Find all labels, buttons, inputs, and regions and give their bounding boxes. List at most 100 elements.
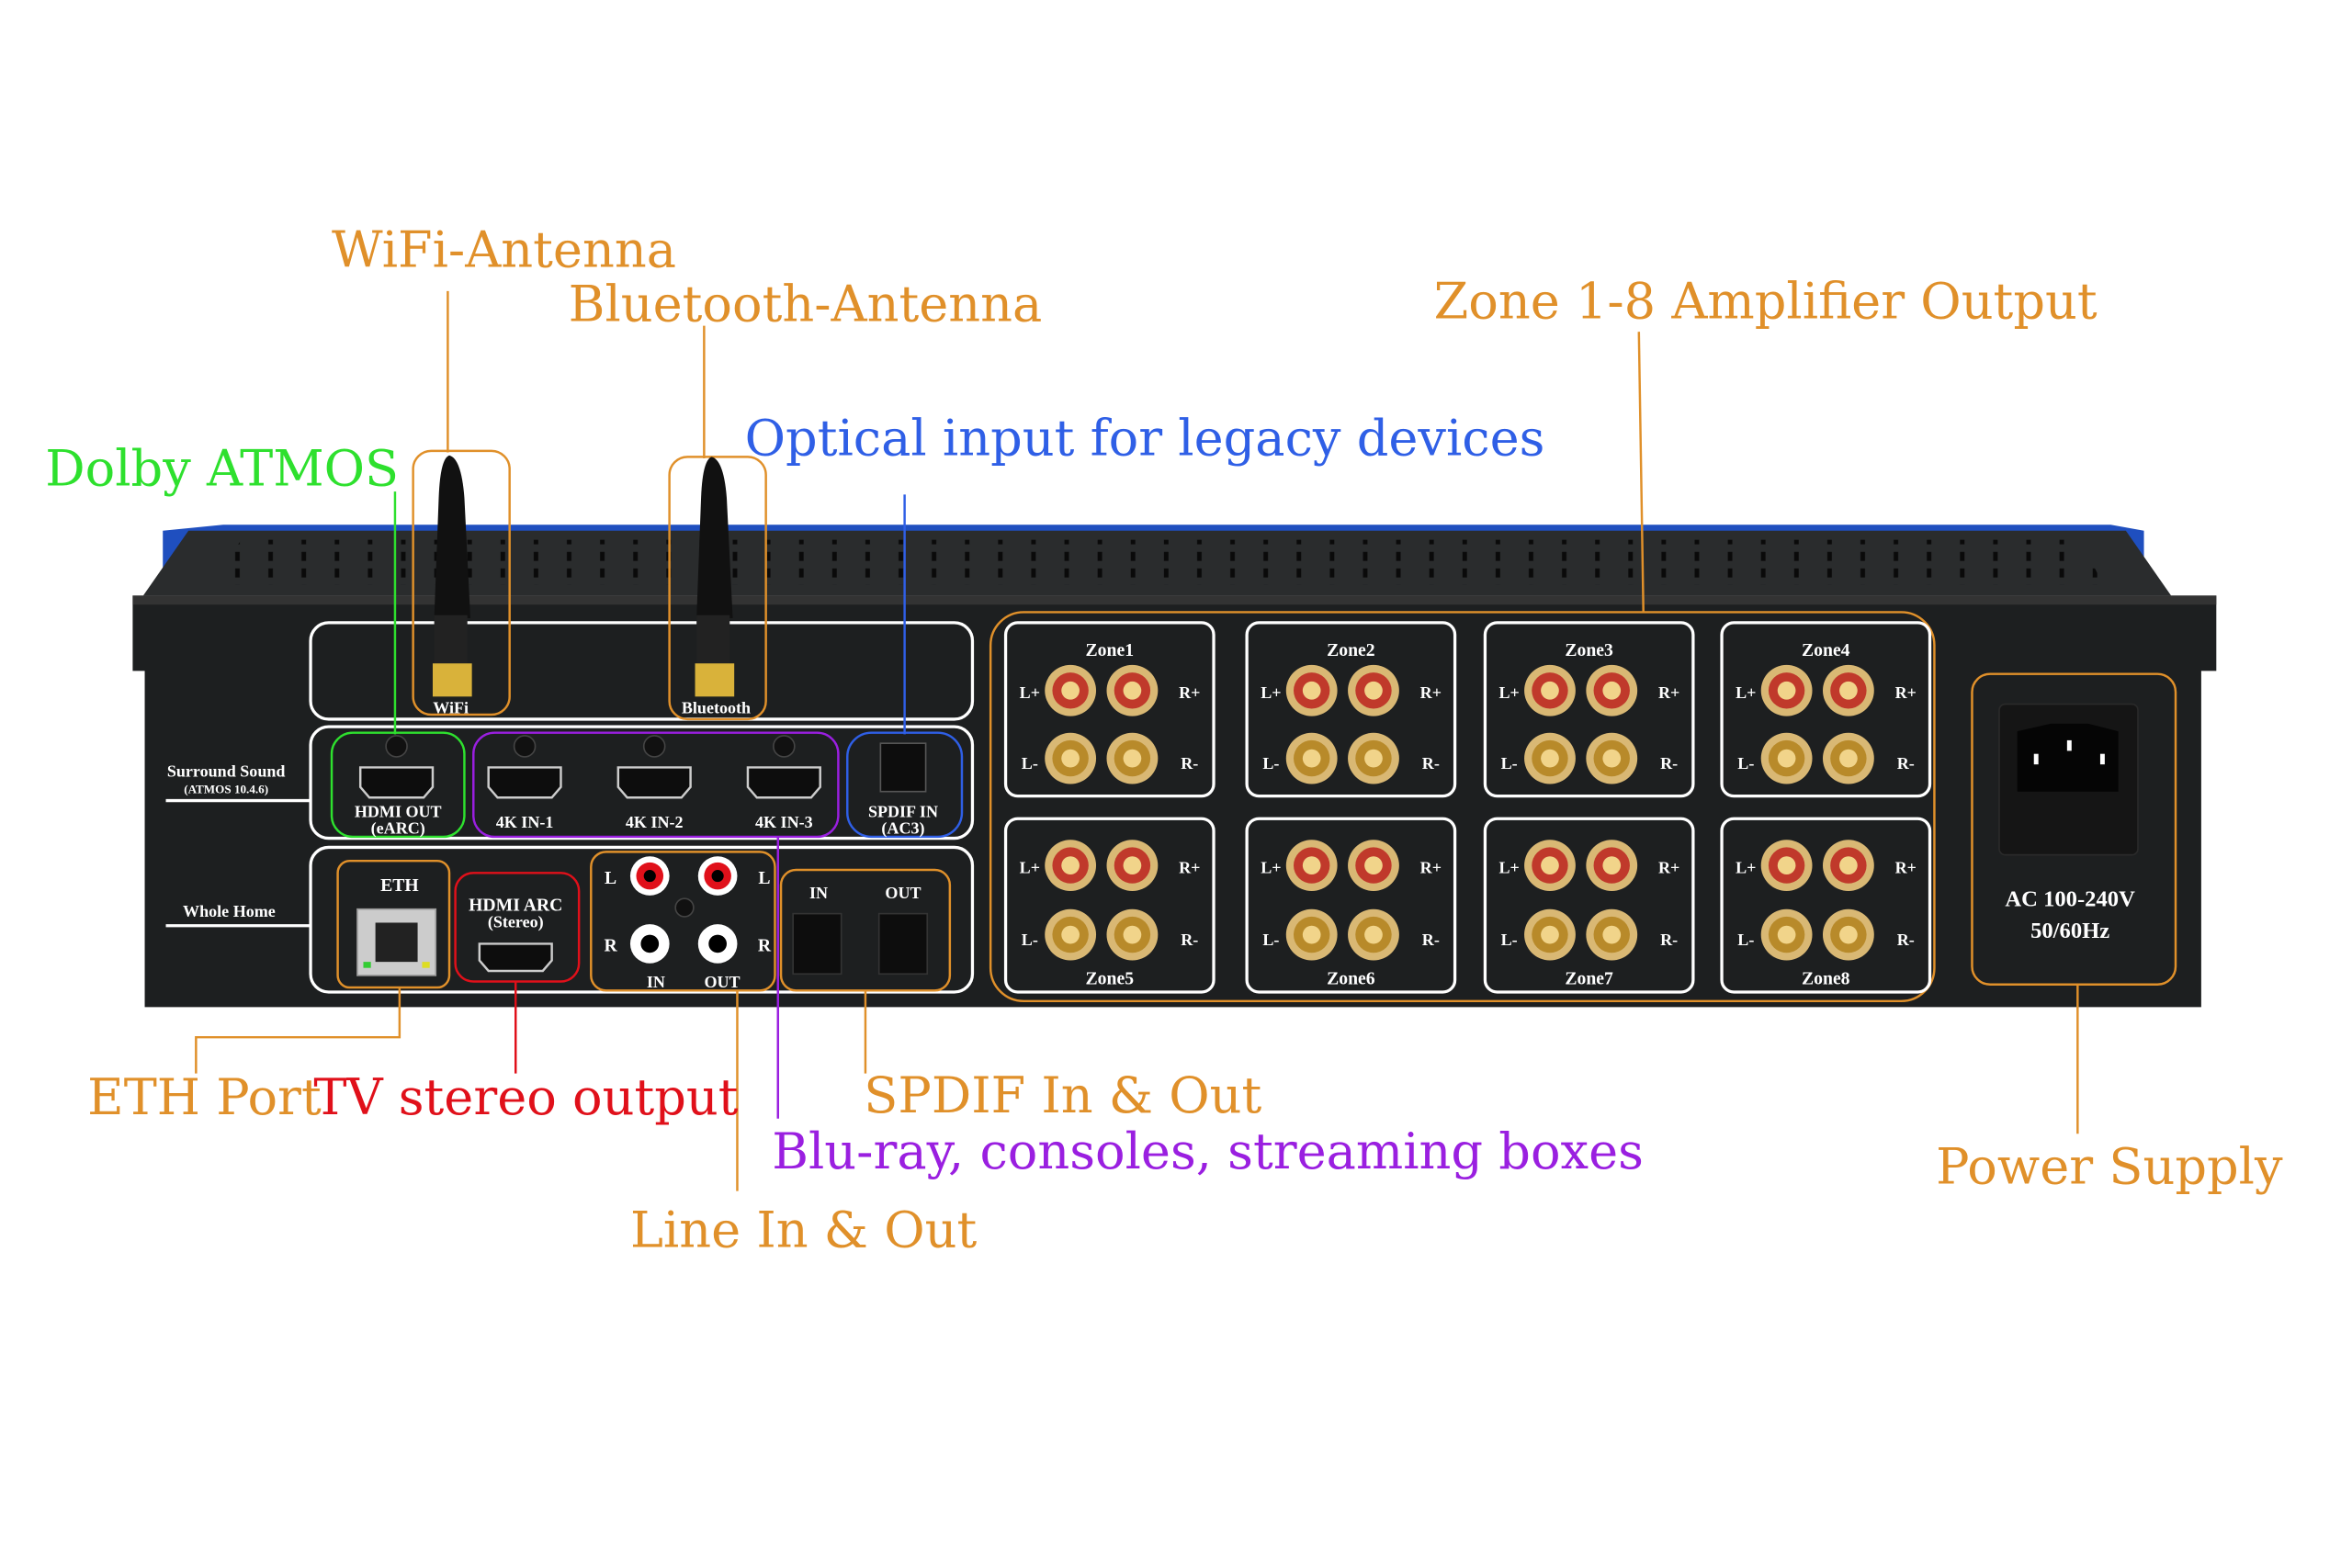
zone-label: Zone4 [1802,640,1850,660]
speaker-terminal[interactable] [1823,732,1874,784]
callout-power-supply: Power Supply [1936,1137,2283,1195]
zone-label: Zone7 [1565,969,1613,989]
terminal-label: R- [1422,754,1440,773]
zone-label: Zone2 [1327,640,1375,660]
speaker-terminal[interactable] [1348,732,1399,784]
spdif-out-label: OUT [885,884,921,902]
line-io-ports[interactable]: L L R R IN OUT [605,856,772,991]
speaker-terminal[interactable] [1760,840,1813,892]
power-socket[interactable] [1998,703,2139,856]
speaker-terminal[interactable] [1760,732,1813,784]
speaker-terminal[interactable] [1586,664,1638,716]
hdmi-in-2-port[interactable]: 4K IN-2 [616,735,692,831]
eth-label: ETH [380,875,419,896]
terminal-label: R+ [1895,683,1917,702]
speaker-terminal[interactable] [1524,732,1576,784]
callout-optical-input: Optical input for legacy devices [745,410,1545,468]
terminal-label: R+ [1420,858,1442,876]
ac3-label: (AC3) [881,819,924,839]
terminal-label: L+ [1261,858,1281,876]
terminal-label: R- [1897,754,1915,773]
terminal-label: R+ [1658,683,1679,702]
wifi-label: WiFi [433,698,469,716]
zone-label: Zone8 [1802,969,1850,989]
hdmi-in-1-label: 4K IN-1 [496,813,554,831]
speaker-terminal[interactable] [1823,664,1874,716]
callout-line-inout: Line In & Out [630,1201,978,1258]
terminal-label: L- [1737,931,1754,949]
speaker-terminal[interactable] [1524,664,1576,716]
speaker-terminal[interactable] [1045,840,1097,892]
speaker-terminal[interactable] [1760,908,1813,961]
line-left-label: L [605,868,616,888]
spdif-in-port[interactable]: SPDIF IN (AC3) [868,742,938,839]
speaker-terminal[interactable] [1586,840,1638,892]
terminal-label: L- [1262,754,1279,773]
spdif-in-label: SPDIF IN [868,803,938,821]
zone-box [1483,621,1695,798]
terminal-label: L- [1262,931,1279,949]
hdmi-out-port[interactable]: HDMI OUT (eARC) [355,735,442,839]
speaker-terminal[interactable] [1045,664,1097,716]
speaker-terminal[interactable] [1106,840,1159,892]
chassis-rear-panel [132,595,2217,1008]
bluetooth-label: Bluetooth [682,698,751,716]
terminal-label: L- [1022,754,1038,773]
zone-box [1003,817,1216,994]
speaker-terminal[interactable] [1348,664,1399,716]
speaker-terminal[interactable] [1524,840,1576,892]
hdmi-in-3-label: 4K IN-3 [755,813,813,831]
terminal-label: R+ [1420,683,1442,702]
earc-label: (eARC) [371,819,425,839]
speaker-terminal[interactable] [1045,732,1097,784]
terminal-label: L- [1022,931,1038,949]
terminal-label: L+ [1736,683,1756,702]
speaker-terminal[interactable] [1045,908,1097,961]
hdmi-arc-label: HDMI ARC [469,895,562,915]
terminal-label: R- [1660,754,1678,773]
speaker-terminal[interactable] [1823,908,1874,961]
zone-box [1720,621,1932,798]
speaker-terminal[interactable] [1285,840,1338,892]
speaker-terminal[interactable] [1106,732,1159,784]
wifi-antenna: WiFi [412,449,511,716]
eth-highlight [336,859,451,989]
amplifier-chassis [132,525,2217,1008]
speaker-terminal[interactable] [1760,664,1813,716]
speaker-terminal[interactable] [1106,664,1159,716]
hdmi-in-1-port[interactable]: 4K IN-1 [487,735,562,831]
terminal-label: L- [1501,754,1518,773]
terminal-label: R+ [1658,858,1679,876]
terminal-label: R- [1897,931,1915,949]
callout-tv-stereo: TV stereo output [313,1068,738,1126]
line-right-label: R [605,936,618,956]
zone-outputs: Zone1L+R+L-R-Zone2L+R+L-R-Zone3L+R+L-R-Z… [1003,621,1932,994]
ethernet-port[interactable]: ETH [356,875,437,976]
hdmi-in-3-port[interactable]: 4K IN-3 [746,735,821,831]
terminal-label: L+ [1499,858,1520,876]
speaker-terminal[interactable] [1285,732,1338,784]
hdmi-out-label: HDMI OUT [355,803,442,821]
spdif-io-ports[interactable]: IN OUT [792,884,929,976]
ac-frequency-label: 50/60Hz [2030,919,2109,943]
vent-slots [210,539,2104,585]
speaker-terminal[interactable] [1285,664,1338,716]
speaker-terminal[interactable] [1823,840,1874,892]
speaker-terminal[interactable] [1586,732,1638,784]
speaker-terminal[interactable] [1285,908,1338,961]
terminal-label: R+ [1179,858,1200,876]
speaker-terminal[interactable] [1348,908,1399,961]
terminal-label: L+ [1499,683,1520,702]
speaker-terminal[interactable] [1348,840,1399,892]
hdmi-arc-port[interactable]: HDMI ARC (Stereo) [469,895,562,973]
atmos-label: (ATMOS 10.4.6) [184,782,268,795]
surround-sound-label: Surround Sound [167,761,286,780]
hdmi-arc-highlight [454,872,581,983]
speaker-terminal[interactable] [1586,908,1638,961]
speaker-terminal[interactable] [1106,908,1159,961]
speaker-terminal[interactable] [1524,908,1576,961]
